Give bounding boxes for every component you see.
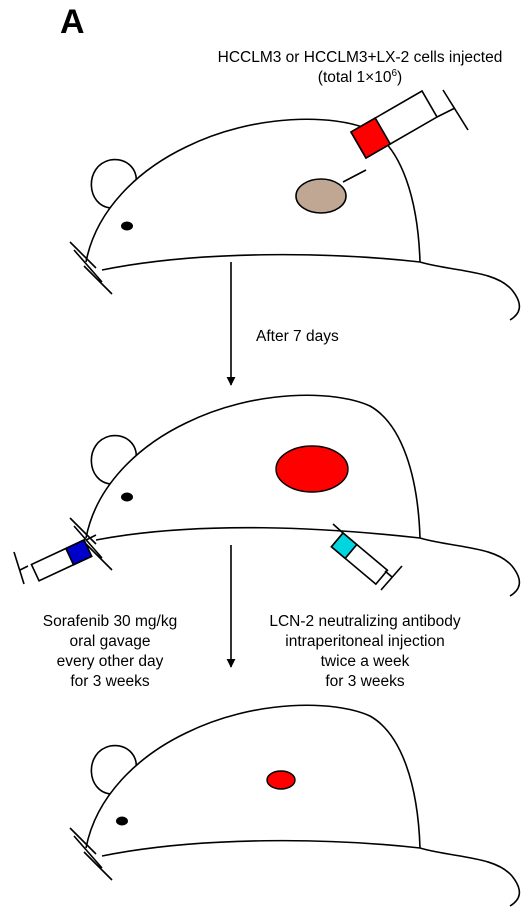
antibody-label: LCN-2 neutralizing antibody intraperiton… <box>250 612 480 692</box>
mouse-2-body <box>86 395 420 538</box>
mouse-1-eye <box>121 222 133 231</box>
antibody-line: twice a week <box>250 652 480 672</box>
mouse-1-tail <box>420 262 519 320</box>
sorafenib-syringe <box>14 535 96 584</box>
mouse-3-tail <box>420 848 519 906</box>
tumor-small <box>267 771 295 789</box>
injection-label-line2: (total 1×106) <box>195 68 525 88</box>
tumor-large <box>276 446 348 492</box>
sorafenib-line: for 3 weeks <box>10 672 210 692</box>
mouse-3-eye <box>116 817 128 826</box>
antibody-line: for 3 weeks <box>250 672 480 692</box>
mouse-2-tail <box>420 538 519 596</box>
mouse-1 <box>70 119 519 320</box>
antibody-line: intraperitoneal injection <box>250 632 480 652</box>
sorafenib-line: oral gavage <box>10 632 210 652</box>
initial-cell-injection-site <box>296 179 346 213</box>
mouse-3 <box>70 705 519 906</box>
sorafenib-label: Sorafenib 30 mg/kg oral gavage every oth… <box>10 612 210 692</box>
step1-label: After 7 days <box>256 327 339 347</box>
mouse-3-body <box>86 705 420 848</box>
injection-label-line1: HCCLM3 or HCCLM3+LX-2 cells injected <box>195 48 525 68</box>
injection-label: HCCLM3 or HCCLM3+LX-2 cells injected (to… <box>195 48 525 88</box>
mouse-2 <box>70 395 519 596</box>
sorafenib-line: Sorafenib 30 mg/kg <box>10 612 210 632</box>
antibody-line: LCN-2 neutralizing antibody <box>250 612 480 632</box>
sorafenib-line: every other day <box>10 652 210 672</box>
mouse-2-eye <box>121 493 133 502</box>
